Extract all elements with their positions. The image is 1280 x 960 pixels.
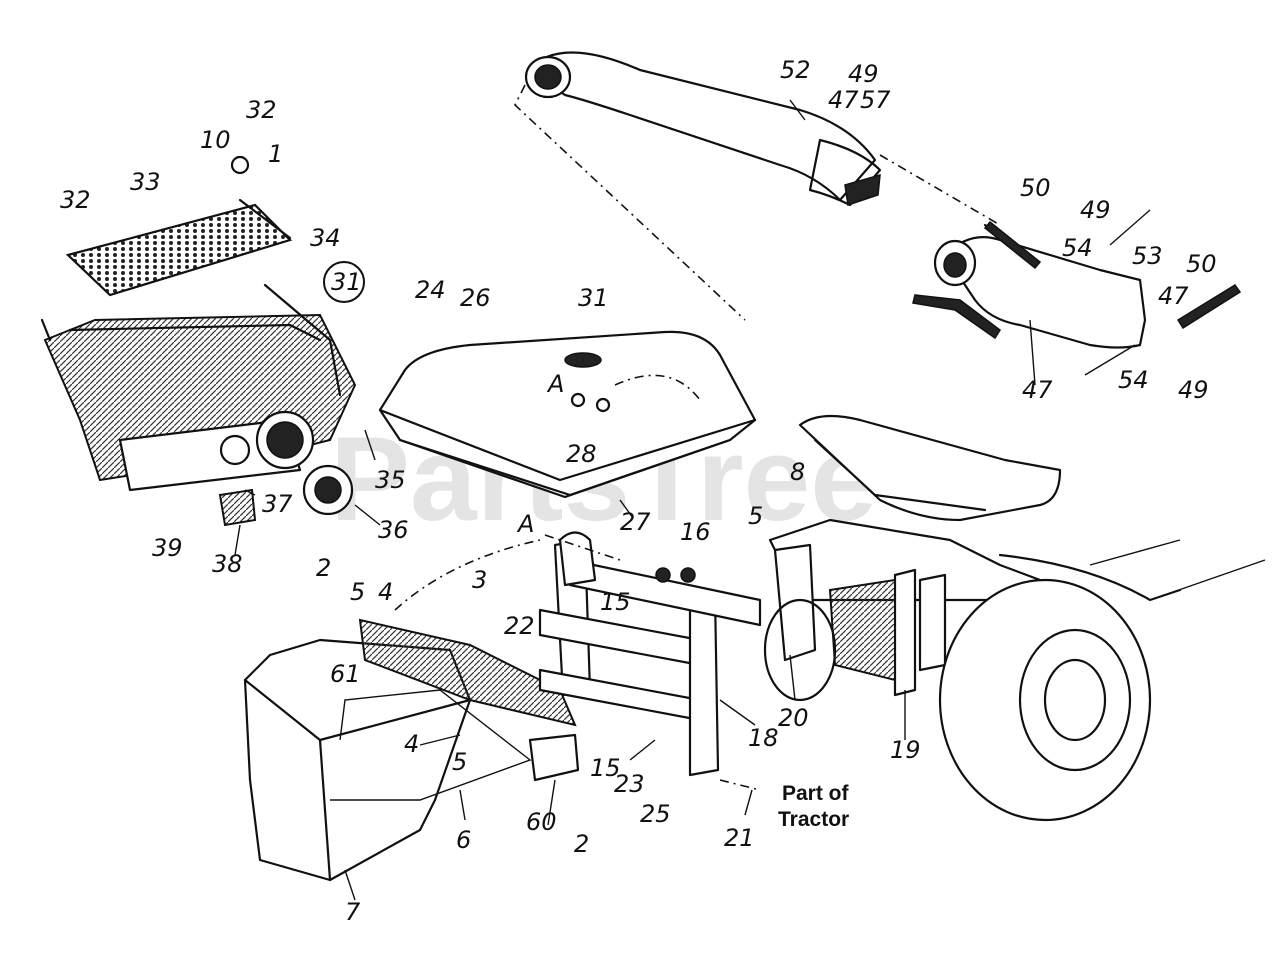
- callout-37: 37: [262, 490, 293, 518]
- callout-47: 47: [1022, 376, 1053, 404]
- callout-20: 20: [778, 704, 809, 732]
- catcher-lid-31: [378, 330, 757, 499]
- callout-15: 15: [590, 754, 621, 782]
- callout-61: 61: [330, 660, 361, 688]
- callout-4: 4: [378, 578, 393, 606]
- adapter-ring-36: [302, 464, 354, 516]
- ref-dash-a: [544, 534, 621, 561]
- callout-16: 16: [680, 518, 711, 546]
- callout-6: 6: [456, 826, 471, 854]
- leader-lines: [234, 99, 1151, 901]
- callout-23: 23: [614, 770, 645, 798]
- grass-bag-7: [243, 618, 577, 882]
- callout-32: 32: [246, 96, 277, 124]
- tractor-label-line1: Part of: [782, 782, 850, 805]
- callout-15: 15: [600, 588, 631, 616]
- circled-ref-31: [323, 261, 365, 303]
- catcher-frame-34: [40, 283, 357, 492]
- callout-36: 36: [378, 516, 409, 544]
- callout-21: 21: [724, 824, 755, 852]
- plate-38: [218, 488, 257, 527]
- callout-50: 50: [1020, 174, 1051, 202]
- callout-27: 27: [620, 508, 651, 536]
- callout-10: 10: [200, 126, 231, 154]
- ref-marker-a: A: [516, 510, 534, 538]
- callout-1: 1: [268, 140, 283, 168]
- rear-wheel: [763, 578, 1152, 822]
- callout-18: 18: [748, 724, 779, 752]
- callout-19: 19: [890, 736, 921, 764]
- callout-49: 49: [848, 60, 879, 88]
- callout-32: 32: [60, 186, 91, 214]
- screen-33: [65, 155, 293, 297]
- callout-50: 50: [1186, 250, 1217, 278]
- callout-53: 53: [1132, 242, 1163, 270]
- chute-alignment-line-2: [879, 154, 1001, 226]
- callout-22: 22: [504, 612, 535, 640]
- callout-3: 3: [472, 566, 487, 594]
- callout-24: 24: [415, 276, 446, 304]
- hitch-frame-18: [538, 531, 762, 777]
- cable-dash: [394, 539, 541, 611]
- callout-26: 26: [460, 284, 491, 312]
- callout-33: 33: [130, 168, 161, 196]
- callout-47: 47: [1158, 282, 1189, 310]
- tractor-body: [768, 414, 1266, 697]
- callout-4: 4: [404, 730, 419, 758]
- callout-7: 7: [345, 898, 361, 926]
- callout-34: 34: [310, 224, 341, 252]
- callout-labels: 52 49 47 57 50 49 54 53 50 47 47 54 49 3…: [60, 56, 1217, 926]
- callout-5: 5: [350, 578, 365, 606]
- callout-60: 60: [526, 808, 557, 836]
- callout-38: 38: [212, 550, 243, 578]
- ref-marker-a-lid: A: [546, 370, 564, 398]
- bolt-dash-21: [719, 779, 761, 791]
- chute-elbow-53: [912, 220, 1242, 349]
- bracket-60: [528, 733, 580, 782]
- callout-57: 57: [860, 86, 891, 114]
- callout-39: 39: [152, 534, 183, 562]
- callout-54: 54: [1062, 234, 1093, 262]
- callout-54: 54: [1118, 366, 1149, 394]
- chute-alignment-line: [514, 84, 746, 321]
- callout-5: 5: [452, 748, 467, 776]
- callout-5: 5: [748, 502, 763, 530]
- callout-28: 28: [566, 440, 597, 468]
- callout-47: 47: [828, 86, 859, 114]
- callout-49: 49: [1178, 376, 1209, 404]
- callout-35: 35: [375, 466, 406, 494]
- callout-31: 31: [578, 284, 609, 312]
- callout-25: 25: [640, 800, 671, 828]
- callout-2: 2: [574, 830, 589, 858]
- circled-ref-text: 31: [331, 268, 362, 296]
- tractor-label-line2: Tractor: [778, 808, 849, 831]
- callout-52: 52: [780, 56, 811, 84]
- callout-2: 2: [316, 554, 331, 582]
- callout-8: 8: [790, 458, 805, 486]
- callout-49: 49: [1080, 196, 1111, 224]
- chute-tube-52: [524, 51, 882, 207]
